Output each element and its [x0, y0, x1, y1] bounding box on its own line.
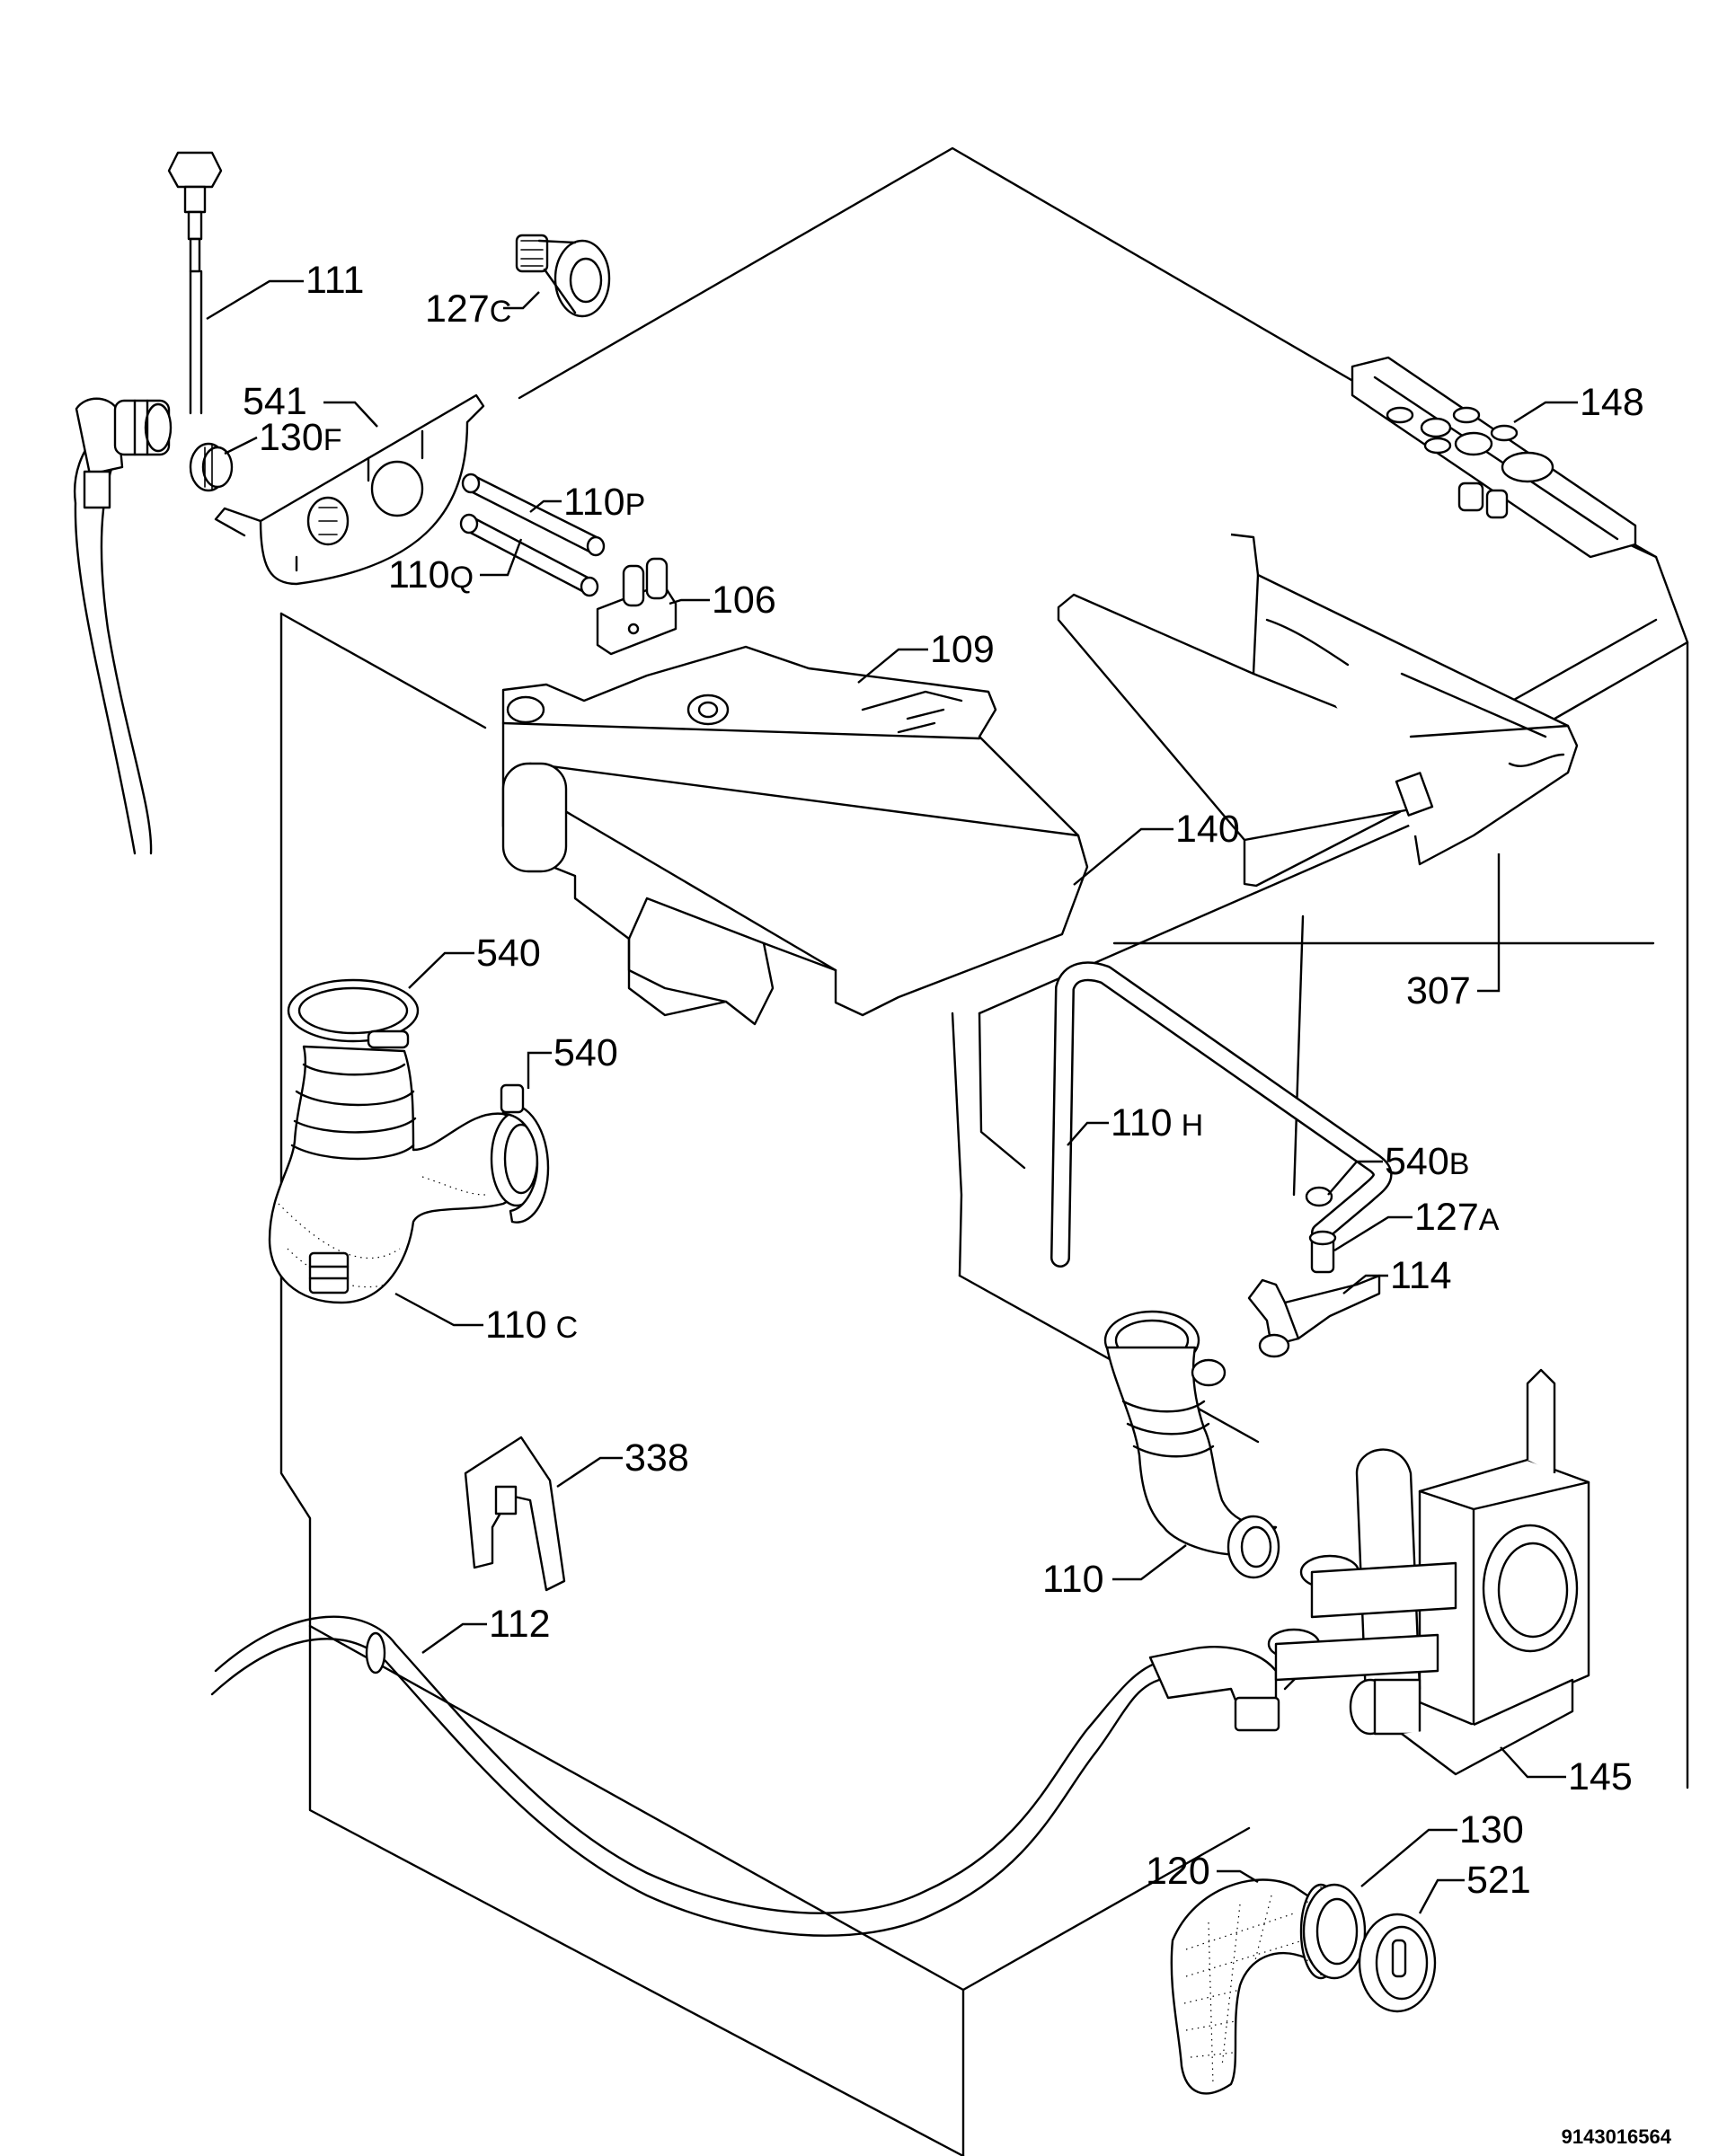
part-label-110: 110	[1042, 1558, 1104, 1601]
part-label-148: 148	[1580, 381, 1644, 424]
part-label-111: 111	[306, 259, 364, 302]
svg-text:140: 140	[1175, 808, 1240, 851]
svg-text:112: 112	[489, 1603, 551, 1646]
part-label-140: 140	[1175, 808, 1240, 851]
part-112-drain-hose[interactable]	[210, 1615, 1280, 1937]
part-label-521: 521	[1466, 1859, 1531, 1902]
svg-text:111: 111	[306, 259, 364, 302]
part-label-130f: 130F	[259, 416, 342, 459]
part-109-dispenser-housing[interactable]	[501, 645, 1089, 1026]
part-127c-valve-filter[interactable]	[515, 234, 611, 318]
svg-text:109: 109	[930, 628, 995, 671]
svg-text:114: 114	[1390, 1254, 1452, 1297]
svg-text:540B: 540B	[1385, 1140, 1469, 1183]
svg-text:307: 307	[1406, 969, 1471, 1012]
svg-text:338: 338	[624, 1436, 689, 1480]
part-label-120: 120	[1146, 1850, 1210, 1893]
part-540b-clip[interactable]	[1305, 1186, 1333, 1207]
svg-text:106: 106	[712, 579, 776, 622]
part-label-338: 338	[624, 1436, 689, 1480]
part-label-540-upper: 540	[476, 932, 541, 975]
part-label-540-lower: 540	[554, 1031, 618, 1074]
part-label-307: 307	[1406, 969, 1471, 1012]
svg-text:130: 130	[1459, 1808, 1524, 1851]
part-label-145: 145	[1568, 1755, 1633, 1798]
svg-text:145: 145	[1568, 1755, 1633, 1798]
svg-text:110: 110	[1042, 1558, 1104, 1601]
part-540-clamp-lower[interactable]	[500, 1083, 550, 1224]
part-label-106: 106	[712, 579, 776, 622]
part-label-114: 114	[1390, 1254, 1452, 1297]
part-106-valve[interactable]	[596, 557, 678, 656]
svg-text:110Q: 110Q	[388, 553, 474, 596]
part-148-handle-cover[interactable]	[1351, 356, 1637, 559]
svg-text:521: 521	[1466, 1859, 1531, 1902]
part-label-109: 109	[930, 628, 995, 671]
part-114-bracket[interactable]	[1247, 1274, 1381, 1358]
part-338-clip[interactable]	[464, 1436, 566, 1592]
svg-text:130F: 130F	[259, 416, 342, 459]
part-label-112: 112	[489, 1603, 551, 1646]
part-521-filter-cap[interactable]	[1358, 1913, 1437, 2013]
part-110p-110q-hoses[interactable]	[459, 473, 606, 597]
part-label-127c: 127C	[425, 287, 511, 331]
part-110-sump-hose[interactable]	[1103, 1310, 1280, 1579]
document-number: 9143016564	[1562, 2125, 1672, 2148]
part-130-filter-seal[interactable]	[1302, 1883, 1367, 1980]
svg-text:148: 148	[1580, 381, 1644, 424]
svg-text:127C: 127C	[425, 287, 511, 331]
part-label-127a: 127A	[1414, 1196, 1500, 1239]
part-label-540b: 540B	[1385, 1140, 1469, 1183]
svg-text:127A: 127A	[1414, 1196, 1500, 1239]
part-127a-valve[interactable]	[1308, 1230, 1337, 1274]
svg-text:120: 120	[1146, 1850, 1210, 1893]
leader-lines	[206, 279, 1578, 1914]
part-111-inlet-hose[interactable]	[74, 151, 223, 855]
part-307-detergent-drawer[interactable]	[1057, 533, 1579, 888]
svg-text:540: 540	[476, 932, 541, 975]
part-label-110q: 110Q	[388, 553, 474, 596]
part-130f-filter[interactable]	[189, 442, 234, 492]
part-label-541: 541	[243, 380, 307, 423]
part-110h-pressure-hose[interactable]	[1050, 961, 1393, 1268]
svg-text:541: 541	[243, 380, 307, 423]
part-541-bracket[interactable]	[214, 393, 485, 586]
part-label-110p: 110P	[563, 481, 645, 524]
part-110c-sump-hose[interactable]	[268, 1045, 544, 1304]
svg-text:110P: 110P	[563, 481, 645, 524]
part-145-drain-pump[interactable]	[1267, 1368, 1590, 1776]
part-540-clamp-upper[interactable]	[287, 978, 420, 1049]
part-label-130: 130	[1459, 1808, 1524, 1851]
svg-text:540: 540	[554, 1031, 618, 1074]
